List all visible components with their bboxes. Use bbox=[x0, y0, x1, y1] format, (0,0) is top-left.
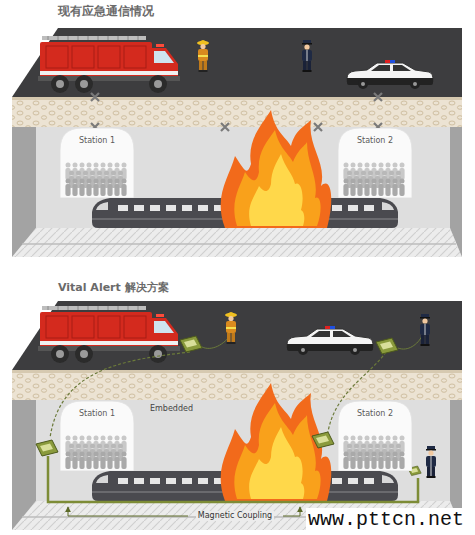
station-label: Station 1 bbox=[79, 409, 115, 419]
fire-truck bbox=[38, 36, 180, 93]
station-arch: Station 1 bbox=[60, 128, 134, 198]
police-car bbox=[347, 60, 433, 89]
station-label: Station 1 bbox=[79, 136, 115, 146]
crowd bbox=[343, 163, 404, 197]
firefighter bbox=[197, 40, 209, 72]
crowd bbox=[343, 436, 404, 470]
police-officer bbox=[302, 40, 312, 72]
crowd bbox=[65, 163, 126, 197]
station-arch-shape bbox=[60, 128, 134, 198]
station-label: Station 2 bbox=[357, 136, 393, 146]
part-label: Magnetic Coupling bbox=[196, 511, 274, 521]
part-label: Embedded bbox=[150, 404, 193, 414]
blocked-signal-marks bbox=[91, 93, 382, 131]
pointer-arrow bbox=[68, 507, 188, 516]
police-officer bbox=[420, 314, 430, 346]
tunnel-section bbox=[12, 301, 462, 530]
magnetic-wire bbox=[48, 456, 418, 502]
tunnel-section bbox=[12, 28, 462, 257]
police-officer bbox=[426, 446, 436, 478]
pointer-arrow bbox=[283, 507, 300, 516]
vital-alert-device bbox=[312, 432, 334, 448]
vital-alert-device bbox=[376, 338, 398, 354]
firefighter bbox=[225, 312, 237, 344]
watermark: www.pttcn.net bbox=[306, 508, 466, 532]
station-arch-shape bbox=[338, 401, 412, 471]
station-arch: Station 2 bbox=[338, 401, 412, 471]
police-car bbox=[287, 326, 373, 355]
station-label: Station 2 bbox=[357, 409, 393, 419]
fire bbox=[221, 110, 332, 228]
crowd bbox=[65, 436, 126, 470]
vital-alert-device bbox=[180, 336, 202, 352]
station-arch-shape bbox=[60, 401, 134, 471]
station-arch: Station 1 bbox=[60, 401, 134, 471]
vital-alert-device bbox=[36, 440, 58, 456]
fire-truck bbox=[38, 306, 180, 363]
panel-title: Vital Alert 解决方案 bbox=[58, 281, 169, 294]
station-arch: Station 2 bbox=[338, 128, 412, 198]
station-arch-shape bbox=[338, 128, 412, 198]
panel-title: 现有应急通信情况 bbox=[58, 4, 154, 18]
